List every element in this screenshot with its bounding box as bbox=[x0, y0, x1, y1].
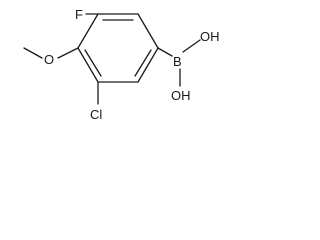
molecule-diagram: F O Cl B OH OH bbox=[23, 7, 220, 122]
ring-double-bond-left bbox=[84, 49, 102, 77]
structure-canvas: F O Cl B OH OH bbox=[0, 0, 230, 138]
hydroxyl-top-label: OH bbox=[200, 29, 220, 44]
ring-bond-c6-c1 bbox=[77, 13, 99, 49]
ring-bond-c2-c3 bbox=[137, 13, 159, 49]
boron-label: B bbox=[173, 54, 182, 69]
oxygen-label: O bbox=[44, 52, 54, 67]
bond-c3-boron bbox=[157, 47, 173, 57]
ring-bond-c3-c4 bbox=[137, 47, 159, 83]
chlorine-label: Cl bbox=[90, 107, 102, 122]
bond-oxygen-methyl bbox=[23, 47, 43, 59]
fluorine-label: F bbox=[75, 7, 83, 22]
ring-double-bond-right bbox=[134, 49, 152, 77]
hydroxyl-bottom-label: OH bbox=[171, 88, 191, 103]
bond-boron-oh-top bbox=[182, 39, 201, 53]
ring-bond-c5-c6 bbox=[77, 47, 99, 83]
bond-c6-oxygen bbox=[57, 47, 79, 59]
